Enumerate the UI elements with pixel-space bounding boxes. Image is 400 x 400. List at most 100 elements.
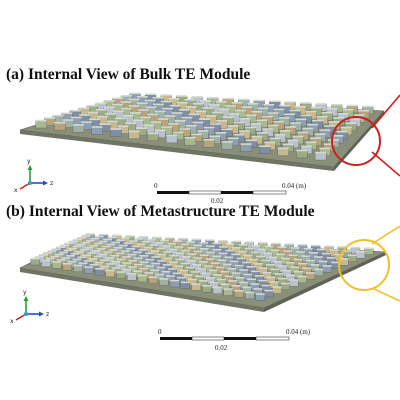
meta-leg-cap <box>326 257 336 259</box>
bulk-leg-cap <box>269 100 281 102</box>
scale-b-seg-4 <box>255 336 290 341</box>
bulk-leg-cap <box>88 118 100 121</box>
bulk-leg-cap <box>87 111 99 114</box>
bulk-leg-cap <box>328 139 339 141</box>
meta-leg-cap <box>311 244 321 247</box>
meta-leg-cap <box>169 254 179 257</box>
bulk-leg-cap <box>246 139 257 142</box>
meta-leg-cap <box>160 239 169 242</box>
meta-leg-cap <box>30 257 40 260</box>
meta-leg-cap <box>283 250 293 252</box>
meta-leg-cap <box>253 288 263 290</box>
callout-b-ellipse <box>338 239 390 291</box>
meta-leg-cap <box>245 291 255 294</box>
bulk-leg-cap <box>300 114 312 117</box>
bulk-leg-cap <box>233 133 245 136</box>
meta-leg-cap <box>138 274 147 277</box>
meta-leg-cap <box>284 243 294 245</box>
meta-leg-cap <box>187 247 197 249</box>
meta-leg-cap <box>43 252 53 254</box>
bulk-leg-cap <box>245 114 257 117</box>
bulk-leg-cap <box>328 121 340 123</box>
meta-leg-cap <box>316 248 326 251</box>
meta-leg-cap <box>81 235 91 237</box>
meta-leg-cap <box>56 259 66 261</box>
meta-leg-cap <box>180 281 190 284</box>
bulk-leg-cap <box>241 106 253 108</box>
bulk-leg-cap <box>279 130 291 132</box>
bulk-leg-cap <box>307 123 318 126</box>
meta-leg-cap <box>94 235 104 238</box>
bulk-leg-cap <box>80 121 92 123</box>
meta-leg-cap <box>296 251 306 253</box>
meta-leg-cap <box>205 277 215 279</box>
bulk-leg-cap <box>154 129 166 131</box>
bulk-leg-cap <box>136 102 148 104</box>
meta-leg-cap <box>209 281 219 284</box>
meta-leg-cap <box>339 258 349 260</box>
meta-leg-cap <box>67 260 77 263</box>
bulk-leg-cap <box>203 126 215 129</box>
meta-leg-cap <box>172 272 182 275</box>
meta-leg-cap <box>133 257 143 259</box>
metastructure-leg-array <box>30 233 374 301</box>
meta-leg-cap <box>181 256 191 258</box>
meta-leg-cap <box>145 265 155 267</box>
meta-leg-cap <box>199 241 209 244</box>
meta-leg-cap <box>154 242 164 244</box>
meta-leg-cap <box>163 257 173 260</box>
meta-leg-cap <box>110 254 120 257</box>
meta-leg-cap <box>161 270 171 273</box>
bulk-leg-cap <box>153 103 164 106</box>
meta-leg <box>339 259 349 266</box>
bulk-leg-cap <box>205 115 217 117</box>
meta-leg-cap <box>176 276 186 279</box>
meta-leg <box>137 275 148 283</box>
bulk-leg-cap <box>128 98 140 101</box>
bulk-leg-cap <box>221 141 233 143</box>
bulk-leg-cap <box>136 96 148 98</box>
bulk-leg-cap <box>176 101 188 104</box>
scale-a-seg-1 <box>157 191 189 194</box>
meta-leg-cap <box>243 273 253 276</box>
meta-leg-cap <box>123 242 133 245</box>
meta-leg-cap <box>61 257 71 259</box>
meta-leg-cap <box>270 268 280 271</box>
bulk-leg-cap <box>192 103 204 105</box>
meta-leg-cap <box>180 243 190 246</box>
bulk-leg-cap <box>160 94 172 96</box>
meta-leg-cap <box>250 270 260 273</box>
meta-leg-cap <box>167 242 177 245</box>
meta-leg-cap <box>84 246 94 249</box>
meta-leg-cap <box>270 249 280 252</box>
meta-leg-cap <box>150 250 160 252</box>
meta-leg-cap <box>73 264 83 267</box>
bulk-leg-cap <box>135 127 147 129</box>
bulk-leg-cap <box>287 139 299 142</box>
meta-leg-cap <box>62 262 72 265</box>
meta-leg-cap <box>266 276 276 279</box>
meta-leg-cap <box>268 256 278 259</box>
bulk-leg-cap <box>176 95 188 97</box>
bulk-leg-cap <box>269 137 281 140</box>
bulk-leg-cap <box>244 126 256 129</box>
meta-leg-cap <box>118 244 128 247</box>
scale-a-mid: 0.02 <box>211 197 224 205</box>
meta-leg-cap <box>76 243 86 246</box>
meta-leg-cap <box>265 264 275 266</box>
bulk-leg-cap <box>209 123 221 125</box>
panel-b-title: (b) Internal View of Metastructure TE Mo… <box>6 203 315 220</box>
meta-leg-cap <box>183 274 193 276</box>
bulk-leg-cap <box>184 136 196 139</box>
bulk-leg-cap <box>321 111 333 114</box>
meta-leg <box>305 273 316 280</box>
meta-leg-cap <box>132 251 142 253</box>
meta-leg-cap <box>261 259 271 262</box>
meta-leg-cap <box>309 252 318 254</box>
meta-leg-cap <box>98 240 108 243</box>
bulk-leg-cap <box>227 137 239 140</box>
bulk-leg-cap <box>191 96 203 98</box>
meta-leg-cap <box>85 233 95 235</box>
metastructure-te-module <box>19 233 387 312</box>
meta-leg-cap <box>107 236 117 239</box>
